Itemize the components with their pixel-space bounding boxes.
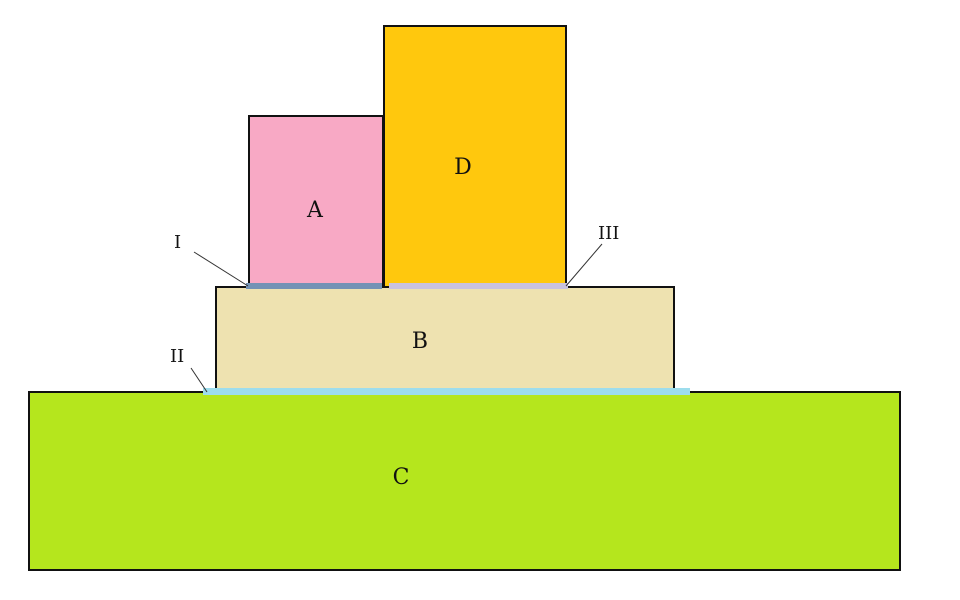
- block-a: [248, 115, 384, 288]
- block-b: [215, 286, 675, 393]
- interface-iii-layer: [389, 283, 568, 289]
- interface-i-layer: [246, 283, 382, 289]
- interface-ii-leader: [190, 367, 208, 393]
- block-c: [28, 391, 901, 571]
- interface-ii-layer: [203, 388, 690, 395]
- interface-iii-leader: [565, 243, 603, 287]
- block-d-label: D: [454, 155, 472, 180]
- interface-iii-label: III: [598, 223, 619, 244]
- block-b-label: B: [412, 329, 428, 354]
- block-c-label: C: [393, 465, 410, 490]
- interface-i-label: I: [174, 232, 181, 253]
- block-a-label: A: [306, 198, 324, 223]
- interface-i-leader: [193, 251, 249, 287]
- interface-ii-label: II: [170, 346, 184, 367]
- block-d: [383, 25, 567, 288]
